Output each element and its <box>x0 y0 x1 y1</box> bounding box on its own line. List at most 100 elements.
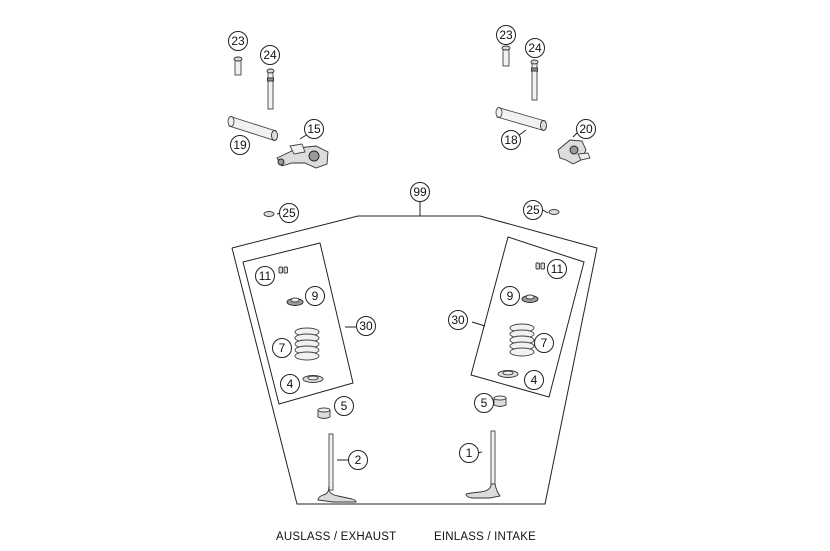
intake-spring-retainer-9 <box>521 294 539 303</box>
exhaust-valve-stem-seal-5 <box>317 407 331 419</box>
callout-circle <box>459 443 479 463</box>
callouts-layer: 23 24 19 15 23 24 18 20 99 25 25 11 9 30 7 4 5 2 11 9 30 7 4 5 1 <box>228 25 596 470</box>
callout-number: 24 <box>528 41 542 55</box>
callout-circle <box>500 286 520 306</box>
exhaust-adjust-screw-24 <box>266 68 275 110</box>
callout-number: 25 <box>282 206 296 220</box>
exhaust-spring-seat-4 <box>302 375 324 383</box>
callout-number: 5 <box>481 396 488 410</box>
callout-number: 9 <box>312 289 319 303</box>
callout-number: 11 <box>259 269 272 283</box>
callout-5: 5 <box>334 396 354 416</box>
callout-circle <box>279 203 299 223</box>
exhaust-valve-spring-7 <box>294 327 320 361</box>
callout-5: 5 <box>474 393 494 413</box>
intake-valve-stem-seal-5 <box>493 395 507 407</box>
callout-number: 1 <box>466 446 473 460</box>
callout-circle <box>410 182 430 202</box>
callout-7: 7 <box>272 338 292 358</box>
callout-circle <box>448 310 468 330</box>
callout-30: 30 <box>356 316 376 336</box>
callout-number: 25 <box>526 203 540 217</box>
leader-lines <box>244 128 579 461</box>
callout-circle <box>260 45 280 65</box>
intake-valve-keepers-11 <box>535 262 545 270</box>
callout-25: 25 <box>279 203 299 223</box>
rocker-arm-pin-19 <box>227 116 278 141</box>
callout-number: 19 <box>233 138 247 152</box>
callout-18: 18 <box>501 130 521 150</box>
callout-1: 1 <box>459 443 479 463</box>
exhaust-washer-25 <box>263 211 275 217</box>
callout-circle <box>228 31 248 51</box>
callout-circle <box>305 286 325 306</box>
callout-number: 18 <box>504 133 518 147</box>
callout-circle <box>230 135 250 155</box>
callout-number: 5 <box>341 399 348 413</box>
callout-number: 20 <box>579 122 593 136</box>
exhaust-valve-keepers-11 <box>278 266 288 274</box>
exhaust-rocker-arm-15 <box>276 143 329 169</box>
callout-11: 11 <box>547 259 567 279</box>
intake-rocker-arm-20 <box>557 139 591 165</box>
intake-valve-1 <box>465 430 501 499</box>
callout-circle <box>547 259 567 279</box>
callout-circle <box>356 316 376 336</box>
callout-circle <box>348 450 368 470</box>
kit-outline <box>231 201 598 505</box>
intake-valve-kit-frame <box>470 236 585 398</box>
callout-24: 24 <box>260 45 280 65</box>
callout-23: 23 <box>228 31 248 51</box>
callout-circle <box>304 119 324 139</box>
callout-4: 4 <box>524 370 544 390</box>
callout-number: 99 <box>413 185 427 199</box>
callout-9: 9 <box>305 286 325 306</box>
callout-number: 4 <box>287 377 294 391</box>
callout-circle <box>255 266 275 286</box>
callout-19: 19 <box>230 135 250 155</box>
callout-4: 4 <box>280 374 300 394</box>
callout-20: 20 <box>576 119 596 139</box>
callout-number: 7 <box>541 336 548 350</box>
callout-number: 30 <box>451 313 465 327</box>
callout-number: 23 <box>231 34 245 48</box>
callout-25: 25 <box>523 200 543 220</box>
callout-circle <box>334 396 354 416</box>
callout-7: 7 <box>534 333 554 353</box>
callout-24: 24 <box>525 38 545 58</box>
intake-spring-seat-4 <box>497 370 519 378</box>
callout-number: 11 <box>551 262 564 276</box>
callout-2: 2 <box>348 450 368 470</box>
callout-number: 15 <box>307 122 321 136</box>
callout-circle <box>496 25 516 45</box>
callout-30: 30 <box>448 310 468 330</box>
callout-15: 15 <box>304 119 324 139</box>
callout-11: 11 <box>255 266 275 286</box>
callout-number: 23 <box>499 28 513 42</box>
callout-circle <box>272 338 292 358</box>
callout-23: 23 <box>496 25 516 45</box>
callout-circle <box>534 333 554 353</box>
intake-caption: EINLASS / INTAKE <box>434 531 537 543</box>
callout-number: 4 <box>531 373 538 387</box>
exhaust-valve-kit-frame <box>242 242 356 405</box>
rocker-arm-pin-18 <box>495 107 547 131</box>
callout-circle <box>523 200 543 220</box>
callout-number: 30 <box>359 319 373 333</box>
exhaust-adjust-screw-23 <box>233 56 243 76</box>
callout-circle <box>525 38 545 58</box>
intake-adjust-screw-24 <box>530 59 539 101</box>
callout-number: 2 <box>355 453 362 467</box>
callout-circle <box>501 130 521 150</box>
callout-9: 9 <box>500 286 520 306</box>
exhaust-valve-2 <box>317 433 357 503</box>
callout-circle <box>280 374 300 394</box>
callout-circle <box>524 370 544 390</box>
callout-circle <box>576 119 596 139</box>
callout-number: 9 <box>507 289 514 303</box>
callout-99: 99 <box>410 182 430 202</box>
callout-number: 24 <box>263 48 277 62</box>
intake-adjust-screw-23 <box>501 45 511 67</box>
callout-circle <box>474 393 494 413</box>
